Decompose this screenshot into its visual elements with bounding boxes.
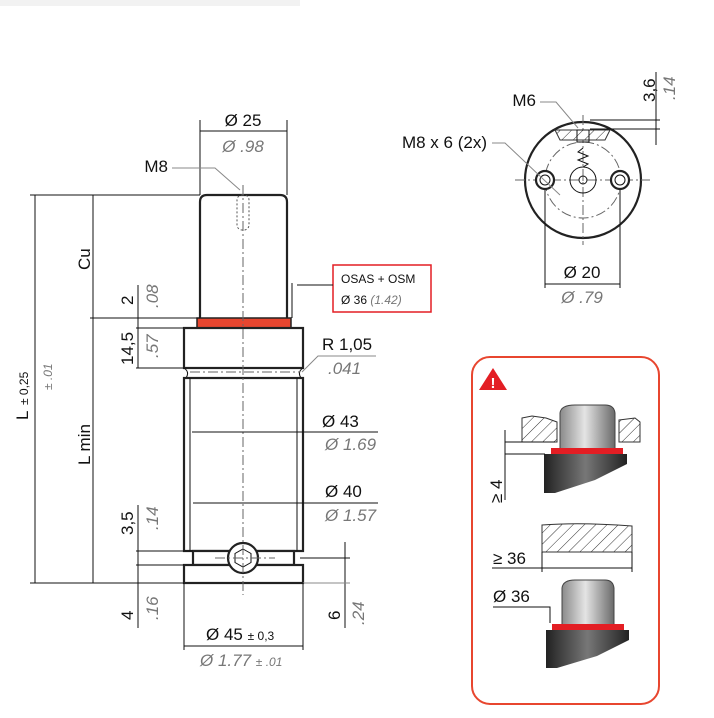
polyline-shape [493,606,551,623]
screw-offset-in: .24 [349,601,368,625]
circle-shape [569,166,597,194]
base-diameter: Ø 45 ± 0,3 [206,625,275,644]
base-diameter-tol-in: ± .01 [256,655,283,669]
length-label: L [13,411,32,420]
text-shape: Ø 36 (1.42) [341,293,402,307]
m8-label: M8 [144,157,168,176]
radius-in: .041 [328,359,361,378]
osas-callout-box [332,264,432,313]
depth: 3,6 [640,78,659,102]
base-diameter-in: Ø 1.77 ± .01 [199,651,282,670]
length-tol: ± 0,25 [17,371,31,405]
red-ring [196,317,292,329]
m6-section [554,129,611,141]
polyline-shape [172,167,241,191]
hole-spacing: Ø 20 [564,263,601,282]
rect-shape [551,448,623,454]
lmin-label: L min [75,424,94,465]
length-tol-in: ± .01 [41,363,55,390]
base-diameter-in: Ø 1.77 [199,651,252,670]
polyline-shape [540,101,579,129]
circle-shape [578,175,588,185]
depth-in: .14 [660,76,679,100]
base-diameter: Ø 45 [206,625,243,644]
spring-icon [576,147,590,168]
base-height: 4 [118,611,137,620]
path-shape [541,523,633,553]
callout-line1: OSAS + OSM [341,272,415,286]
path-shape [521,415,558,443]
path-shape [618,417,641,443]
top-view: M6 M8 x 6 (2x) 3,6 .14 Ø 20 Ø .79 [402,72,679,307]
path-shape [561,579,615,626]
radius-label: R 1,05 [322,335,372,354]
min-width: ≥ 36 [493,549,526,568]
circle-shape [609,169,631,191]
inner-diameter: Ø 40 [325,482,362,501]
screw-offset: 6 [325,611,344,620]
collar-height: 14,5 [118,332,137,365]
polyline-shape [492,142,561,196]
callout-line2-in: (1.42) [370,293,401,307]
base-height-in: .16 [143,596,162,620]
ring-height-in: .08 [143,284,162,308]
ring-height: 2 [118,296,137,305]
gap-height: 3,5 [118,511,137,535]
hole-spacing-in: Ø .79 [560,288,603,307]
min-depth: ≥ 4 [487,479,506,503]
callout-line2: Ø 36 [341,293,367,307]
circle-shape [539,174,551,186]
path-shape [546,630,629,668]
text-shape: ! [491,375,496,392]
m6-label: M6 [512,91,536,110]
warning-panel: ! ≥ 4 ≥ 36 Ø 36 [471,356,660,705]
inner-diameter-in: Ø 1.57 [324,506,377,525]
side-dimensions: Ø 25 Ø .98 M8 L ± 0,25 ± .01 Cu L min 2 … [13,111,432,670]
rect-shape [576,129,590,143]
circle-shape [614,174,626,186]
diameter: Ø 36 [493,587,530,606]
path-shape [559,404,616,451]
cu-label: Cu [75,248,94,270]
warning-icon [479,368,507,390]
body-diameter-in: Ø 1.69 [324,435,377,454]
holes-label: M8 x 6 (2x) [402,133,487,152]
gap-height-in: .14 [143,506,162,530]
body-diameter: Ø 43 [322,412,359,431]
path-shape [544,454,627,493]
header-shadow [0,0,300,6]
base-diameter-tol: ± 0,3 [248,629,275,643]
head-diameter-in: Ø .98 [221,137,264,156]
rect-shape [552,624,624,630]
polyline-shape [301,355,376,373]
collar-height-in: .57 [143,334,162,358]
side-view [182,185,305,595]
head-diameter: Ø 25 [225,111,262,130]
